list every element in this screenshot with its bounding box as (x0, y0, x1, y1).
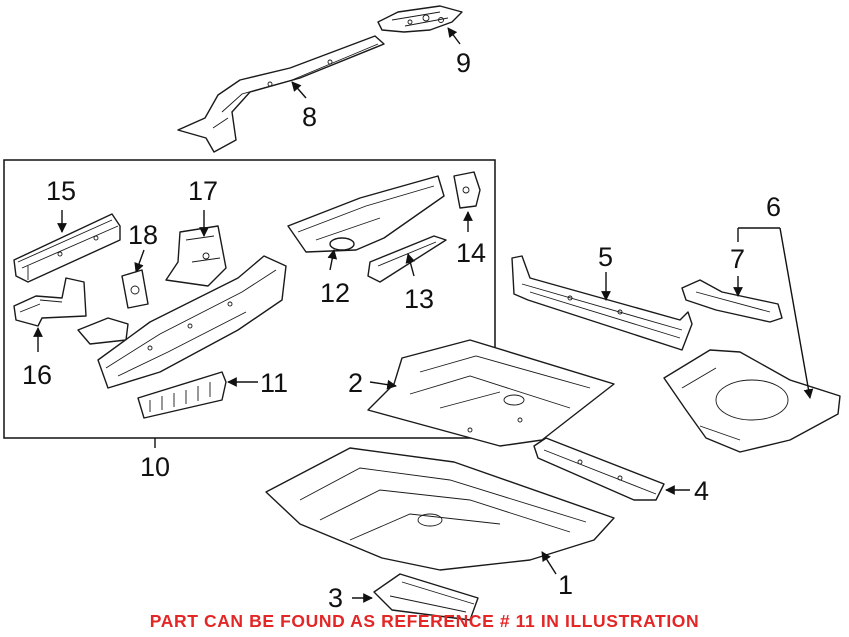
part-7-bracket (681, 279, 783, 323)
part-5-crossmember (511, 255, 693, 351)
callout-12: 12 (320, 278, 350, 308)
part-8-rail (177, 35, 385, 153)
part-18-plate (121, 269, 149, 309)
callout-13: 13 (404, 284, 434, 314)
part-13-rail (367, 235, 447, 283)
part-9-bracket (377, 5, 463, 33)
part-15-rail (13, 213, 121, 283)
inset-box (3, 159, 496, 448)
callout-16: 16 (22, 360, 52, 390)
part-14-bracket (453, 171, 481, 209)
part-6-wheel-tub (663, 349, 841, 453)
part-2-floor-pan (367, 339, 615, 447)
callout-18: 18 (128, 220, 158, 250)
leader-lines (33, 27, 814, 603)
callout-5: 5 (598, 242, 613, 272)
part-4-crossmember (533, 437, 665, 501)
callout-8: 8 (302, 102, 317, 132)
part-16-bracket (13, 277, 87, 327)
callout-2: 2 (348, 368, 363, 398)
part-side-rail (97, 255, 287, 389)
callout-14: 14 (456, 238, 486, 268)
callout-10: 10 (140, 452, 170, 482)
callout-1: 1 (558, 570, 573, 600)
part-11-plate (137, 371, 227, 419)
reference-notice: PART CAN BE FOUND AS REFERENCE # 11 IN I… (149, 611, 700, 631)
callout-15: 15 (46, 176, 76, 206)
callout-7: 7 (730, 244, 745, 274)
part-small-bracket (77, 317, 129, 345)
callout-3: 3 (328, 583, 343, 613)
callout-6: 6 (766, 192, 781, 222)
part-1-floor (265, 447, 615, 571)
callout-4: 4 (694, 476, 709, 506)
part-3-plate (373, 573, 479, 621)
callout-labels: 1 2 3 4 5 6 7 8 9 10 11 12 13 14 15 16 1… (22, 48, 781, 613)
callout-17: 17 (188, 176, 218, 206)
part-12-crossmember (287, 175, 445, 253)
callout-9: 9 (456, 48, 471, 78)
part-17-bracket (165, 225, 227, 287)
callout-11: 11 (260, 368, 288, 398)
